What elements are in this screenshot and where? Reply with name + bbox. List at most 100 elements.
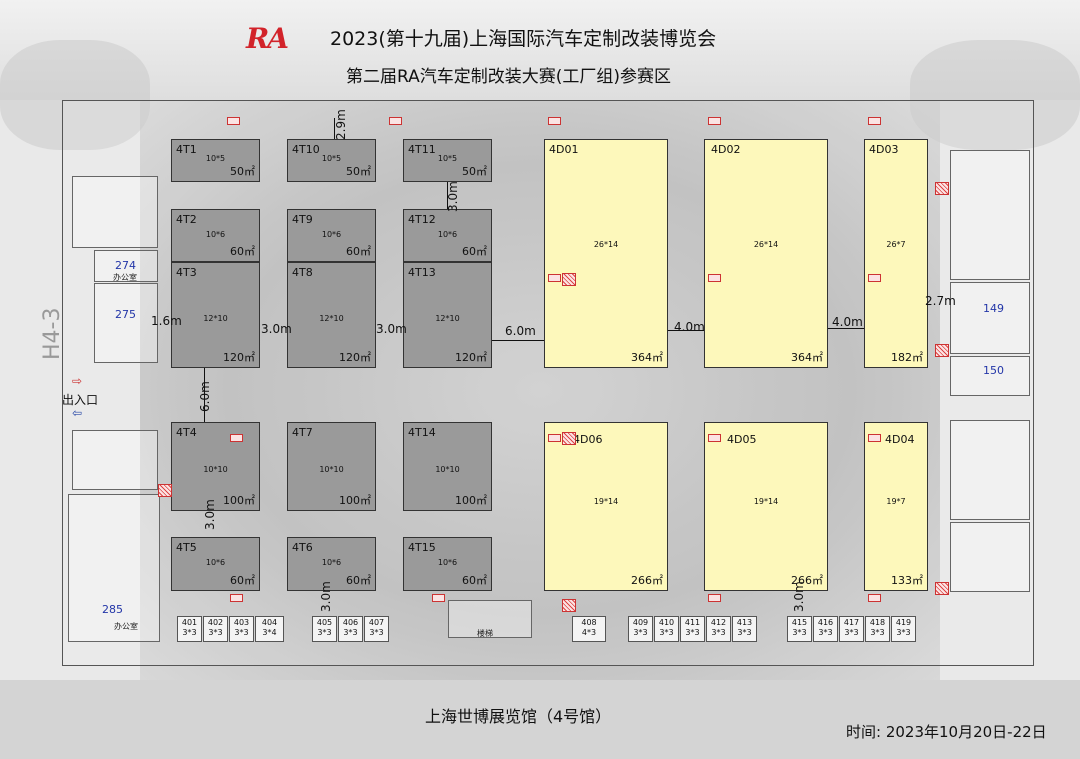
booth-4T12[interactable]: 4T12 10*6 60㎡ bbox=[403, 209, 492, 262]
booth-id: 4T1 bbox=[176, 143, 197, 156]
room-149: 149 bbox=[950, 282, 1030, 354]
booth-4T14[interactable]: 4T14 10*10 100㎡ bbox=[403, 422, 492, 511]
booth-4T4[interactable]: 4T4 10*10 100㎡ bbox=[171, 422, 260, 511]
small-booth-dim: 3*3 bbox=[870, 628, 885, 637]
booth-id: 4T2 bbox=[176, 213, 197, 226]
small-booth-id: 416 bbox=[817, 618, 834, 627]
booth-4D05[interactable]: 4D05 19*14 266㎡ bbox=[704, 422, 828, 591]
stairs-right-top bbox=[950, 150, 1030, 280]
booth-area: 60㎡ bbox=[230, 574, 255, 587]
booth-dim: 10*6 bbox=[321, 230, 342, 239]
small-booth-dim: 4*3 bbox=[581, 628, 597, 637]
booth-id: 4D01 bbox=[549, 143, 579, 156]
fire-extinguisher-icon bbox=[868, 434, 881, 442]
small-booth-dim: 3*3 bbox=[896, 628, 911, 637]
small-booth-id: 402 bbox=[207, 618, 224, 627]
booth-4D06[interactable]: 4D06 19*14 266㎡ bbox=[544, 422, 668, 591]
small-booth-dim: 3*3 bbox=[343, 628, 358, 637]
fire-extinguisher-icon bbox=[868, 274, 881, 282]
dimension-line bbox=[204, 368, 205, 422]
small-booth-id: 412 bbox=[710, 618, 727, 627]
stairs-bottom-center: 楼梯 bbox=[448, 600, 532, 638]
booth-4D02[interactable]: 4D02 26*14 364㎡ bbox=[704, 139, 828, 368]
small-booth-dim: 3*3 bbox=[818, 628, 833, 637]
booth-4T2[interactable]: 4T2 10*6 60㎡ bbox=[171, 209, 260, 262]
booth-area: 120㎡ bbox=[223, 351, 255, 364]
fire-extinguisher-icon bbox=[548, 274, 561, 282]
room-number: 275 bbox=[115, 308, 136, 321]
booth-4T7[interactable]: 4T7 10*10 100㎡ bbox=[287, 422, 376, 511]
small-booth-dim: 3*3 bbox=[659, 628, 674, 637]
fire-extinguisher-icon bbox=[548, 117, 561, 125]
fire-extinguisher-icon bbox=[230, 434, 243, 442]
fire-extinguisher-icon bbox=[548, 434, 561, 442]
venue-label: 上海世博展览馆（4号馆） bbox=[425, 707, 612, 726]
booth-4T15[interactable]: 4T15 10*6 60㎡ bbox=[403, 537, 492, 591]
booth-4T1[interactable]: 4T1 10*5 50㎡ bbox=[171, 139, 260, 182]
booth-4D04[interactable]: 4D04 19*7 133㎡ bbox=[864, 422, 928, 591]
dimension-line bbox=[334, 118, 335, 139]
booth-4T13[interactable]: 4T13 12*10 120㎡ bbox=[403, 262, 492, 368]
booth-area: 60㎡ bbox=[230, 245, 255, 258]
booth-dim: 26*7 bbox=[886, 240, 906, 249]
booth-id: 4T7 bbox=[292, 426, 313, 439]
page-title: 2023(第十九届)上海国际汽车定制改装博览会 bbox=[330, 28, 717, 50]
booth-dim: 10*6 bbox=[437, 230, 458, 239]
booth-area: 133㎡ bbox=[891, 574, 923, 587]
booth-4D03[interactable]: 4D03 26*7 182㎡ bbox=[864, 139, 928, 368]
booth-4T6[interactable]: 4T6 10*6 60㎡ bbox=[287, 537, 376, 591]
booth-area: 120㎡ bbox=[455, 351, 487, 364]
small-booth-id: 401 bbox=[181, 618, 198, 627]
fire-extinguisher-icon bbox=[708, 117, 721, 125]
stairs-left-mid bbox=[72, 430, 158, 490]
booth-4T10[interactable]: 4T10 10*5 50㎡ bbox=[287, 139, 376, 182]
booth-4T5[interactable]: 4T5 10*6 60㎡ bbox=[171, 537, 260, 591]
stairs-right-bottom bbox=[950, 522, 1030, 592]
booth-area: 60㎡ bbox=[346, 574, 371, 587]
small-booth-id: 419 bbox=[895, 618, 912, 627]
stairs-left-top bbox=[72, 176, 158, 248]
booth-id: 4T15 bbox=[408, 541, 436, 554]
booth-4T3[interactable]: 4T3 12*10 120㎡ bbox=[171, 262, 260, 368]
booth-area: 266㎡ bbox=[631, 574, 663, 587]
exit-label: 出入口 bbox=[62, 393, 99, 407]
fire-hydrant-icon bbox=[158, 484, 172, 497]
entrance-arrow-icon: ⇨ bbox=[72, 374, 83, 388]
booth-4T9[interactable]: 4T9 10*6 60㎡ bbox=[287, 209, 376, 262]
dimension-label: 3.0m bbox=[446, 181, 460, 212]
booth-4T11[interactable]: 4T11 10*5 50㎡ bbox=[403, 139, 492, 182]
booth-id: 4T13 bbox=[408, 266, 436, 279]
room-274: 274 办公室 bbox=[94, 250, 158, 282]
small-booth-id: 409 bbox=[632, 618, 649, 627]
booth-4D01[interactable]: 4D01 26*14 364㎡ bbox=[544, 139, 668, 368]
ra-logo: RA bbox=[246, 22, 289, 55]
car-silhouette-right bbox=[910, 40, 1080, 150]
booth-id: 4T8 bbox=[292, 266, 313, 279]
booth-4T8[interactable]: 4T8 12*10 120㎡ bbox=[287, 262, 376, 368]
booth-dim: 10*5 bbox=[437, 154, 458, 163]
fire-extinguisher-icon bbox=[432, 594, 445, 602]
dimension-label: 3.0m bbox=[319, 581, 333, 612]
booth-area: 60㎡ bbox=[462, 574, 487, 587]
small-booth-dim: 3*3 bbox=[234, 628, 249, 637]
stair-label: 楼梯 bbox=[477, 629, 493, 638]
small-booth-dim: 3*3 bbox=[369, 628, 384, 637]
